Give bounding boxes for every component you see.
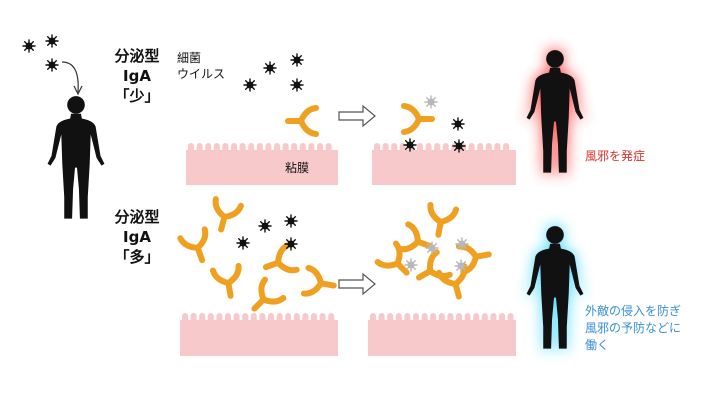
mucosa-villus [442, 143, 449, 153]
mucosa-villus [370, 313, 376, 323]
mucosa-villus [490, 313, 497, 323]
mucosa-villus [477, 143, 484, 153]
mucosa-villus [291, 143, 298, 153]
pathogens-bottom-left [236, 214, 298, 251]
person-healthy-icon [526, 226, 584, 349]
curved-arrow-head [73, 85, 83, 96]
mucosa-villus [374, 143, 380, 153]
mucosa-villus [417, 143, 423, 153]
antibody-top-left [288, 108, 316, 134]
mucosa-villus [317, 143, 323, 153]
mucosa-villus [319, 313, 326, 323]
mucosa-villus [387, 313, 394, 323]
mucosa-villus [299, 143, 306, 153]
mucosa-villus [239, 143, 246, 153]
mucosa-villus [430, 313, 437, 323]
subject-person-icon [47, 96, 105, 219]
mucosa-villus [395, 313, 402, 323]
mucosa-villus [494, 143, 501, 153]
mucosa-villus [282, 143, 289, 153]
arrow-bottom [338, 273, 376, 295]
mucosa-villus [213, 143, 220, 153]
mucosa-villus [485, 143, 492, 153]
mucosa-villus [311, 313, 317, 323]
pathogen-label: 細菌 ウイルス [177, 51, 226, 81]
mucosa-villus [447, 313, 454, 323]
mucosa-villus [199, 313, 206, 323]
mucosa-villus [378, 313, 385, 323]
pathogen-cluster-left [22, 34, 59, 72]
mucosa-villus [434, 143, 441, 153]
mucosa-villus [250, 313, 257, 323]
mucosa-villus [499, 313, 505, 323]
mucosa-villus [276, 313, 283, 323]
mucosa-villus [196, 143, 203, 153]
antibody-top-right [404, 106, 432, 132]
mucosa-villus [274, 143, 280, 153]
antibodies-bottom-left [180, 199, 336, 318]
mucosa-villus [233, 313, 240, 323]
outcome-sick-label: 風邪を発症 [585, 149, 646, 163]
mucosa-villus [207, 313, 214, 323]
mucosa-bottom-left [180, 320, 338, 356]
mucosa-villus [265, 143, 272, 153]
mucosa-villus [473, 313, 480, 323]
mucosa-villus [503, 143, 509, 153]
mucosa-villus [438, 313, 445, 323]
mucosa-villus [205, 143, 212, 153]
mucosa-villus [468, 143, 475, 153]
mucosa-villus [268, 313, 274, 323]
mucosa-villus [302, 313, 309, 323]
mucosa-villus [325, 143, 332, 153]
mucosa-villus [190, 313, 197, 323]
mucosa-villus [248, 143, 255, 153]
mucosa-top-right [372, 150, 516, 185]
mucosa-villus [225, 313, 231, 323]
mucosa-villus [421, 313, 428, 323]
curved-arrow-icon [61, 61, 79, 93]
mucosa-villus [382, 143, 389, 153]
low-iga-label: 分泌型 IgA 「少」 [114, 47, 160, 105]
antibodies-bottom-right [378, 205, 491, 300]
mucosa-villi [182, 143, 514, 323]
mucosa-villus [481, 313, 488, 323]
mucosa-villus [308, 143, 315, 153]
mucosa-villus [413, 313, 419, 323]
arrow-top [338, 105, 376, 127]
pathogen-cluster-top [243, 53, 304, 92]
mucosa-villus [216, 313, 223, 323]
mucosa-bottom-right [368, 320, 516, 356]
mucosa-villus [456, 313, 462, 323]
mucosa-villus [256, 143, 263, 153]
person-sick-icon [526, 50, 584, 173]
mucosa-villus [293, 313, 300, 323]
mucosa-top-left [186, 150, 338, 185]
mucosa-villus [182, 313, 188, 323]
mucosa-villus [464, 313, 471, 323]
mucosa-villus [328, 313, 335, 323]
mucosa-label: 粘膜 [285, 161, 310, 175]
high-iga-label: 分泌型 IgA 「多」 [114, 208, 160, 266]
mucosa-villus [242, 313, 249, 323]
mucosa-villus [285, 313, 292, 323]
outcome-healthy-label: 外敵の侵入を防ぎ 風邪の予防などに 働く [585, 304, 682, 352]
mucosa-villus [404, 313, 411, 323]
mucosa-villus [222, 143, 229, 153]
mucosa-villus [259, 313, 266, 323]
mucosa-villus [391, 143, 398, 153]
mucosa-villus [188, 143, 194, 153]
mucosa-villus [231, 143, 237, 153]
mucosa-villus [507, 313, 514, 323]
mucosa-villus [425, 143, 432, 153]
